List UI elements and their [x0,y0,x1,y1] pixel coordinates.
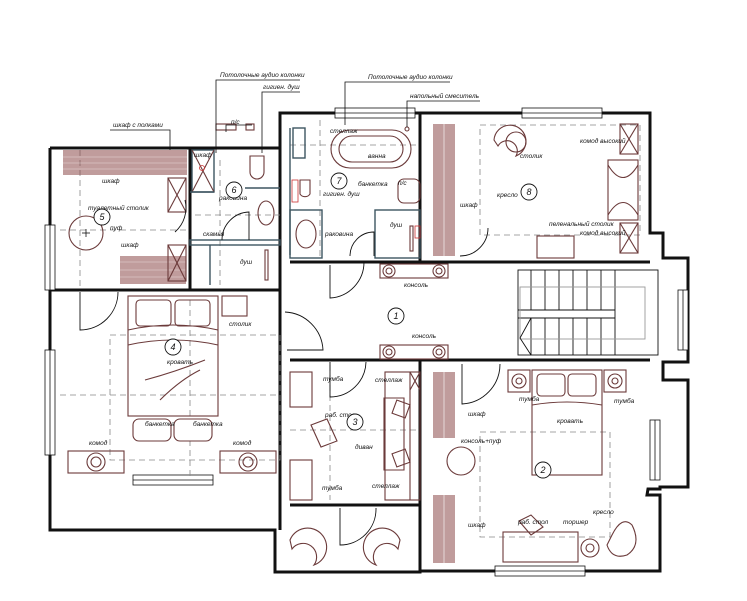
label-r4-dresser-left: комод [89,439,108,447]
room-5 [63,150,187,284]
svg-text:4: 4 [170,342,175,352]
label-r2-floor-lamp: торшер [563,519,589,526]
room-number-2: 2 [534,461,552,479]
label-ceiling-speakers-1: Потолочные аудио колонки [220,71,305,79]
bed-icon [127,295,219,417]
label-r4-bed: кровать [167,359,194,366]
svg-text:2: 2 [539,465,545,475]
room-3 [289,361,421,501]
svg-text:6: 6 [231,185,236,195]
label-r2-wardrobe-top: шкаф [468,411,486,418]
label-r7-shaft: п/с [398,180,407,187]
room-2 [433,363,637,563]
label-r2-nightstand-left: тумба [519,395,540,403]
room-8 [433,123,639,259]
room-1 [284,261,449,360]
label-r7-vanity: банкетка [358,180,388,188]
label-r7-shower: душ [390,221,403,229]
room-number-8: 8 [520,183,538,201]
svg-text:7: 7 [336,176,342,186]
label-r6-shower: душ [240,258,253,266]
label-r2-armchair: кресло [593,509,614,516]
room-numbers: 1 2 3 4 5 6 7 8 [93,172,552,479]
label-r2-wardrobe-bottom: шкаф [468,522,486,529]
label-r3-rack-bottom: стеллаж [372,483,400,490]
label-wardrobe-shelves: шкаф с полками [113,122,163,129]
room-number-1: 1 [387,307,405,325]
label-r5-wardrobe: шкаф [102,178,120,185]
label-r5-pouf: пуф [110,225,123,232]
label-r5-dressing-table: туалетный столик [88,204,150,212]
dresser-right [219,450,277,474]
toilet-icon [249,155,265,180]
label-r6-cabinet: шкаф [194,152,212,159]
room-number-7: 7 [330,172,348,190]
bench-left [132,418,172,442]
label-ceiling-speakers-2: Потолочные аудио колонки [368,73,453,81]
room-6 [189,123,281,285]
label-r4-dresser-right: комод [233,439,252,447]
bed-icon [531,369,603,476]
armchair-icon [606,521,637,557]
pouf-icon [68,215,104,251]
label-r3-nightstand-top: тумба [323,375,344,383]
label-r5-wardrobe-bottom: шкаф [121,242,139,249]
label-r1-console-top: консоль [404,282,429,289]
room-number-5: 5 [93,208,111,226]
bench-right [173,418,213,442]
label-r2-desk: раб. стол [517,518,549,526]
label-r2-console-pouf: консоль+пуф [461,438,502,445]
label-r3-rack-top: стеллаж [375,377,403,384]
windows [44,107,689,577]
desk-chair-icon [310,418,338,448]
label-r8-changing-table: пеленальный столик [549,220,615,228]
label-r6-sink: раковина [218,195,247,202]
room-number-6: 6 [225,181,243,199]
svg-text:5: 5 [99,212,105,222]
wardrobe-shelves [63,150,187,175]
label-r8-dresser-bottom: комод высокий [580,229,626,237]
label-r7-bathtub: ванна [368,153,386,160]
label-r1-console-bottom: консоль [412,333,437,340]
side-table-icon [505,131,527,153]
label-r7-sink: раковина [324,231,353,238]
armchair-icon [493,124,527,158]
leader-lines [110,79,480,153]
label-r2-bed: кровать [557,418,584,425]
room-7 [289,126,421,259]
label-r4-bench-left: банкетка [145,420,175,428]
dresser-left [67,450,125,474]
label-r7-rack: стеллаж [330,128,358,135]
bathtub-icon [330,129,412,169]
room-number-3: 3 [346,413,364,431]
label-r4-side-table: столик [229,321,252,328]
console-top [379,263,449,279]
sink-icon [257,200,275,226]
label-hygienic-shower: гигиен. душ [263,83,300,91]
label-r8-side-table: столик [520,153,543,160]
svg-text:1: 1 [393,311,398,321]
label-r3-desk: раб. стол [324,411,356,419]
room-4 [67,291,277,474]
labels: Потолочные аудио колонки гигиен. душ Пот… [88,71,635,529]
room-number-4: 4 [164,338,182,356]
label-shaft: п/с [231,119,240,126]
console-pouf-icon [446,446,476,476]
label-r8-dresser-top: комод высокий [580,137,626,145]
label-floor-mixer: напольный смеситель [410,92,480,100]
staircase [517,269,659,356]
label-r3-sofa: диван [355,443,373,451]
balcony [289,507,401,567]
label-r8-armchair: кресло [497,192,518,199]
console-bottom [379,344,449,360]
label-r6-bench: скамья [203,231,225,238]
label-r3-nightstand-bottom: тумба [322,484,343,492]
svg-text:8: 8 [526,187,531,197]
label-r7-hygienic-shower: гигиен. душ [323,190,360,198]
label-r2-nightstand-right: тумба [614,397,635,405]
svg-text:3: 3 [352,417,357,427]
label-r8-wardrobe: шкаф [460,202,478,209]
label-r4-bench-right: банкетка [193,420,223,428]
sofa-icon [383,397,405,471]
